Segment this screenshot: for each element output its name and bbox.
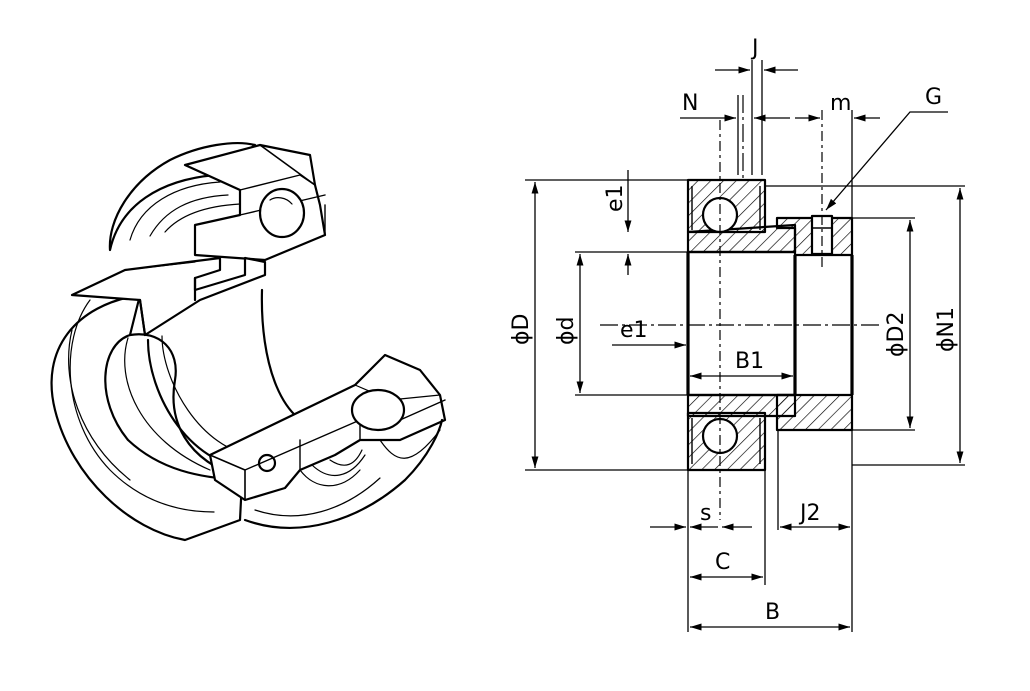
label-phi-d2: ϕD2	[884, 312, 909, 357]
label-phi-n1: ϕN1	[934, 307, 959, 352]
top-front-slab	[70, 256, 267, 337]
collar-bottom	[775, 393, 854, 432]
label-j: J	[750, 36, 759, 61]
isometric-cutaway-view	[50, 142, 447, 542]
bottom-back-rings	[243, 418, 444, 529]
dimension-lines	[531, 66, 964, 631]
front-ring-inner	[128, 333, 244, 480]
label-b: B	[765, 600, 780, 625]
label-s: s	[700, 501, 711, 526]
dimension-labels: J N m G e1 ϕD ϕd e1 B1 ϕD2 ϕN1 s J2 C B	[509, 36, 959, 625]
label-phi-d-outer: ϕD	[509, 314, 534, 345]
front-ring-outer	[50, 293, 244, 542]
cross-section-view	[686, 178, 854, 472]
label-c: C	[715, 550, 730, 575]
label-e1-mid: e1	[620, 318, 648, 343]
set-screw-hole	[257, 453, 277, 473]
label-g: G	[925, 85, 942, 110]
label-e1-top: e1	[603, 184, 628, 212]
label-phi-d-bore: ϕd	[554, 317, 579, 345]
top-ball	[258, 187, 306, 239]
label-j2: J2	[798, 501, 821, 526]
label-b1: B1	[735, 349, 764, 374]
label-m: m	[830, 91, 851, 116]
top-cut-section	[183, 143, 327, 262]
label-n: N	[682, 91, 698, 116]
center-lines	[600, 95, 880, 520]
bottom-ball	[350, 388, 406, 432]
